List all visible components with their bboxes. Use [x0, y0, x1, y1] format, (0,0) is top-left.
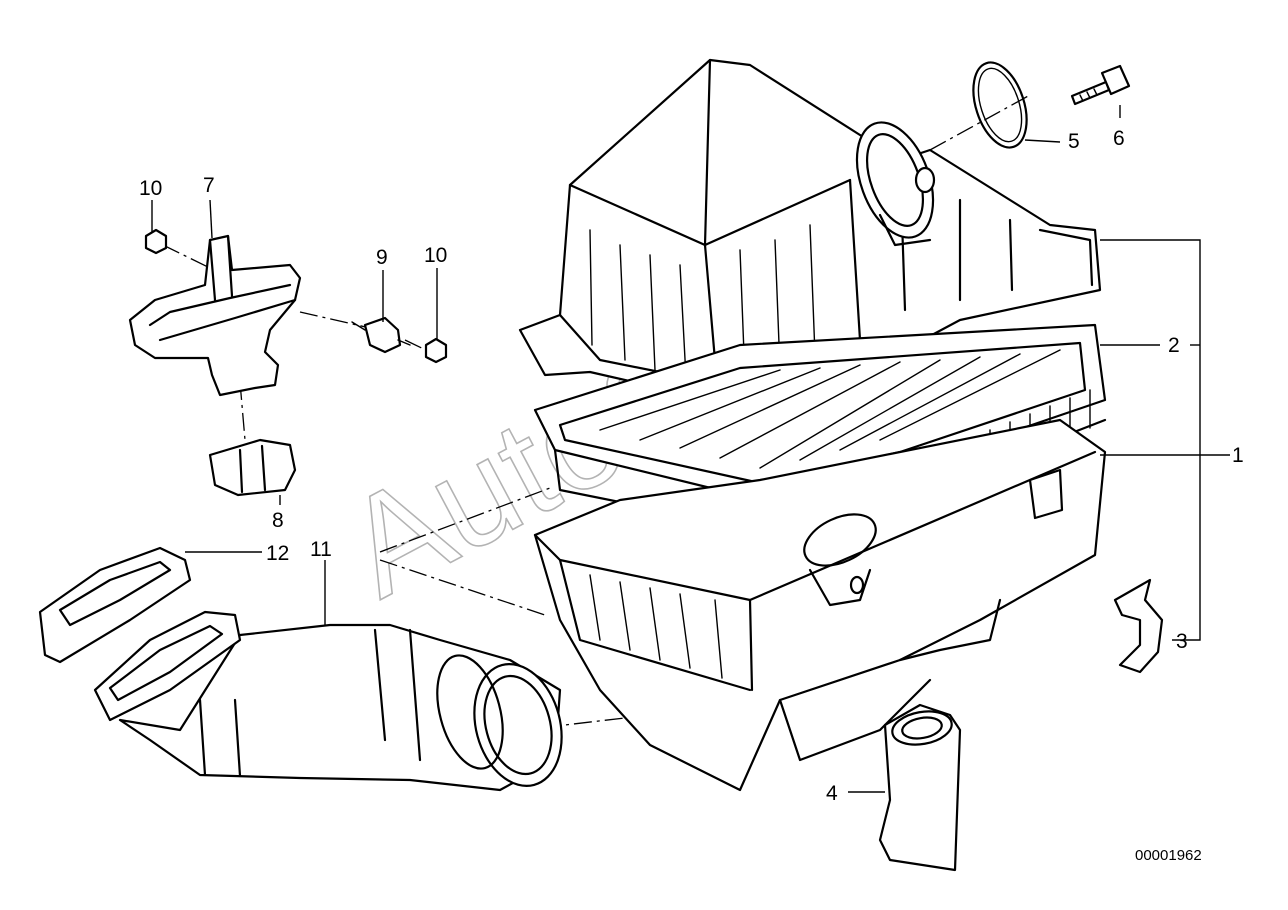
callout-9: 9	[376, 246, 388, 269]
elbow-duct	[878, 703, 962, 872]
callout-3: 3	[1176, 630, 1188, 653]
rubber-boot	[38, 546, 242, 722]
air-filter-cover	[518, 58, 1102, 407]
clip	[1113, 578, 1164, 674]
callout-12: 12	[266, 542, 289, 565]
bolt	[1070, 64, 1131, 106]
leader-lines	[151, 105, 1230, 793]
nut-right	[424, 337, 448, 364]
intake-hose	[118, 623, 563, 792]
diagram-reference-number: 00001962	[1135, 847, 1202, 864]
callout-4: 4	[826, 782, 838, 805]
rubber-mount	[208, 438, 297, 497]
damper-stud	[351, 316, 411, 354]
air-filter-housing-lower	[533, 418, 1107, 792]
callout-11: 11	[310, 538, 332, 561]
callout-8: 8	[272, 509, 284, 532]
nut-left	[144, 228, 168, 255]
callout-6: 6	[1113, 127, 1125, 150]
gasket-ring	[972, 61, 1028, 149]
callout-1: 1	[1232, 444, 1244, 467]
bracket	[128, 234, 302, 397]
callout-2: 2	[1168, 334, 1180, 357]
callout-10-right: 10	[424, 244, 447, 267]
callout-7: 7	[203, 174, 215, 197]
callout-5: 5	[1068, 130, 1080, 153]
callout-10-left: 10	[139, 177, 162, 200]
